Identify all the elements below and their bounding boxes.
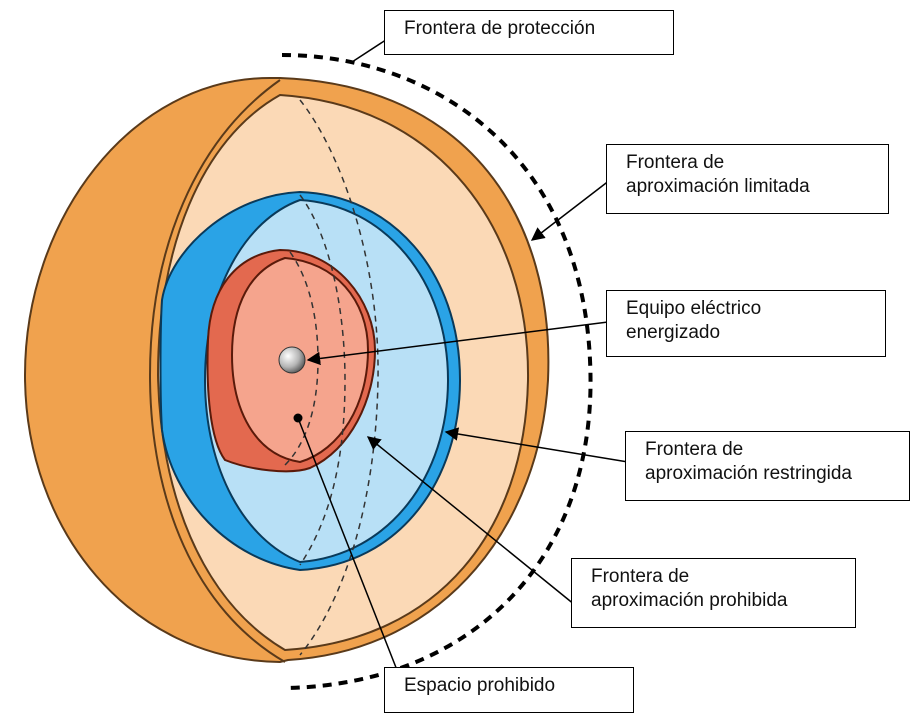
outer-rim-line: [148, 79, 286, 663]
label-line: Frontera de protección: [404, 18, 596, 39]
label-equipo-energizado: Equipo eléctrico energizado: [606, 290, 886, 357]
leader-espacio: [297, 417, 407, 694]
leader-restringida: [444, 427, 629, 463]
label-frontera-restringida: Frontera de aproximación restringida: [625, 431, 910, 501]
middle-hidden-contour: [299, 194, 346, 566]
label-line: aproximación restringida: [645, 463, 852, 484]
label-line: Equipo eléctrico: [626, 298, 762, 319]
energized-core: [278, 346, 306, 374]
label-line: aproximación prohibida: [591, 590, 788, 611]
label-frontera-limitada: Frontera de aproximación limitada: [606, 144, 889, 214]
label-frontera-proteccion: Frontera de protección: [384, 10, 674, 55]
label-line: Espacio prohibido: [404, 675, 556, 696]
protection-boundary-arc: [281, 53, 593, 690]
outer-hidden-contour: [299, 99, 379, 656]
leader-limitada: [530, 179, 611, 241]
label-line: Frontera de: [591, 566, 690, 587]
label-line: aproximación limitada: [626, 176, 810, 197]
label-line: energizado: [626, 322, 721, 343]
label-espacio-prohibido: Espacio prohibido: [384, 667, 634, 713]
label-frontera-prohibida: Frontera de aproximación prohibida: [571, 558, 856, 628]
leader-equipo: [306, 321, 609, 366]
label-line: Frontera de: [626, 152, 725, 173]
leader-prohibida: [366, 436, 576, 606]
label-line: Frontera de: [645, 439, 744, 460]
